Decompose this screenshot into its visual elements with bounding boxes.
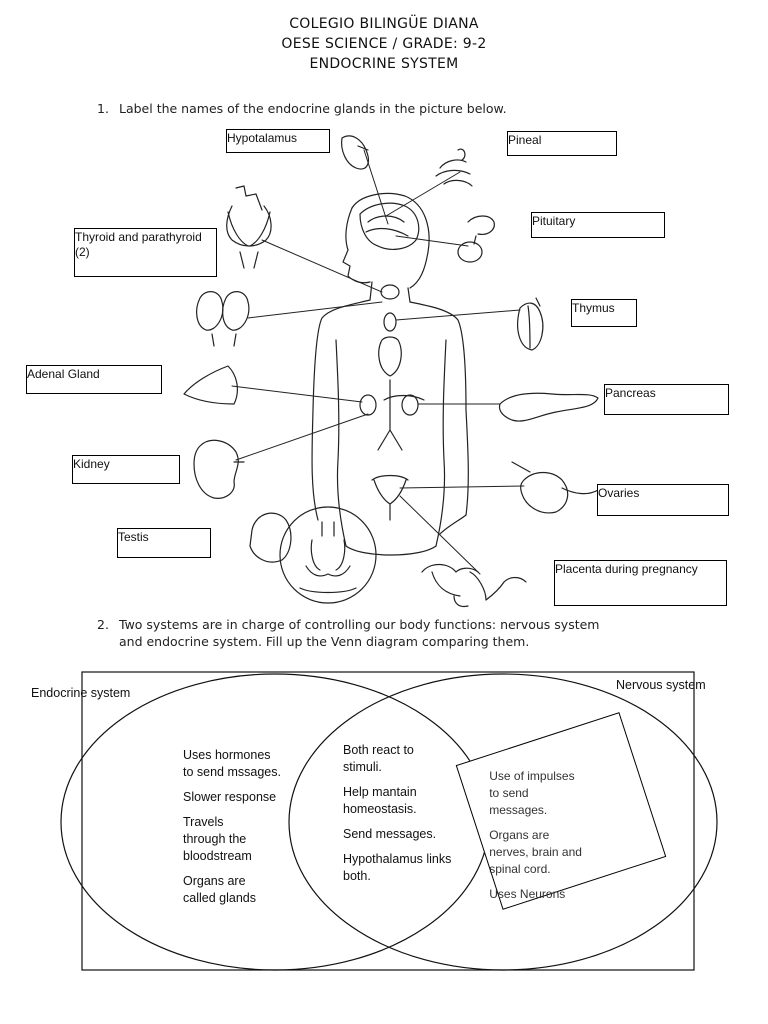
label-kidney[interactable]: Kidney — [72, 455, 180, 484]
venn-frame — [81, 671, 695, 971]
thymus-illustration — [517, 297, 544, 351]
venn-item: Slower response — [183, 790, 277, 804]
venn-item: Hypothalamus links both. — [343, 852, 452, 883]
venn-item: Organs are called glands — [183, 874, 256, 905]
question-text-line2: and endocrine system. Fill up the Venn d… — [119, 634, 530, 649]
venn-item: Use of impulses to send messages. — [489, 769, 575, 818]
parathyroid-illustration — [196, 291, 250, 347]
testis-illustration — [249, 506, 377, 604]
course-title: OESE SCIENCE / GRADE: 9-2 — [281, 36, 487, 52]
label-adrenal-gland[interactable]: Adenal Gland — [26, 365, 162, 394]
pineal-illustration — [435, 148, 473, 187]
label-thyroid-line2: (2) — [75, 245, 90, 259]
label-pineal[interactable]: Pineal — [507, 131, 617, 156]
question-number: 1. — [97, 101, 109, 116]
ovary-illustration — [511, 461, 599, 514]
venn-endocrine-list: Uses hormones to send mssages. Slower re… — [183, 747, 303, 907]
brain-gland-illustration — [341, 135, 369, 170]
venn-item: Help mantain homeostasis. — [343, 785, 417, 816]
nervous-circle — [288, 673, 718, 971]
venn-item: Uses Neurons — [489, 887, 566, 902]
venn-nervous-list: Use of impulses to send messages. Organs… — [489, 768, 614, 911]
label-ovaries[interactable]: Ovaries — [597, 484, 729, 516]
label-pituitary[interactable]: Pituitary — [531, 212, 665, 238]
venn-item: Travels through the bloodstream — [183, 815, 252, 863]
venn-item: Organs are nerves, brain and spinal cord… — [489, 828, 582, 877]
pancreas-illustration — [498, 392, 599, 422]
label-thyroid-line1: Thyroid and parathyroid — [75, 230, 202, 244]
label-testis[interactable]: Testis — [117, 528, 211, 558]
label-hypotalamus[interactable]: Hypotalamus — [226, 129, 330, 153]
body-outline — [311, 192, 469, 556]
label-pancreas[interactable]: Pancreas — [604, 384, 729, 415]
school-name: COLEGIO BILINGÜE DIANA — [289, 16, 479, 32]
placenta-illustration — [421, 563, 527, 608]
leader-lines — [231, 149, 525, 575]
question-text-line1: Two systems are in charge of controlling… — [119, 617, 600, 632]
question-number: 2. — [97, 617, 109, 632]
adrenal-illustration — [183, 365, 238, 405]
venn-item: Both react to stimuli. — [343, 743, 414, 774]
question-text: Label the names of the endocrine glands … — [119, 101, 507, 116]
venn-title-nervous: Nervous system — [616, 678, 706, 692]
kidney-illustration — [193, 439, 245, 499]
page-title: ENDOCRINE SYSTEM — [309, 56, 459, 72]
label-thyroid[interactable]: Thyroid and parathyroid (2) — [74, 228, 217, 277]
thyroid-illustration — [226, 185, 272, 269]
label-thymus[interactable]: Thymus — [571, 299, 637, 327]
venn-item: Uses hormones to send mssages. — [183, 748, 281, 779]
venn-title-endocrine: Endocrine system — [31, 686, 131, 700]
venn-item: Send messages. — [343, 827, 437, 841]
internal-organs — [359, 284, 425, 521]
pituitary-illustration — [457, 215, 495, 263]
venn-both-list: Both react to stimuli. Help mantain home… — [343, 742, 468, 885]
label-placenta[interactable]: Placenta during pregnancy — [554, 560, 727, 606]
